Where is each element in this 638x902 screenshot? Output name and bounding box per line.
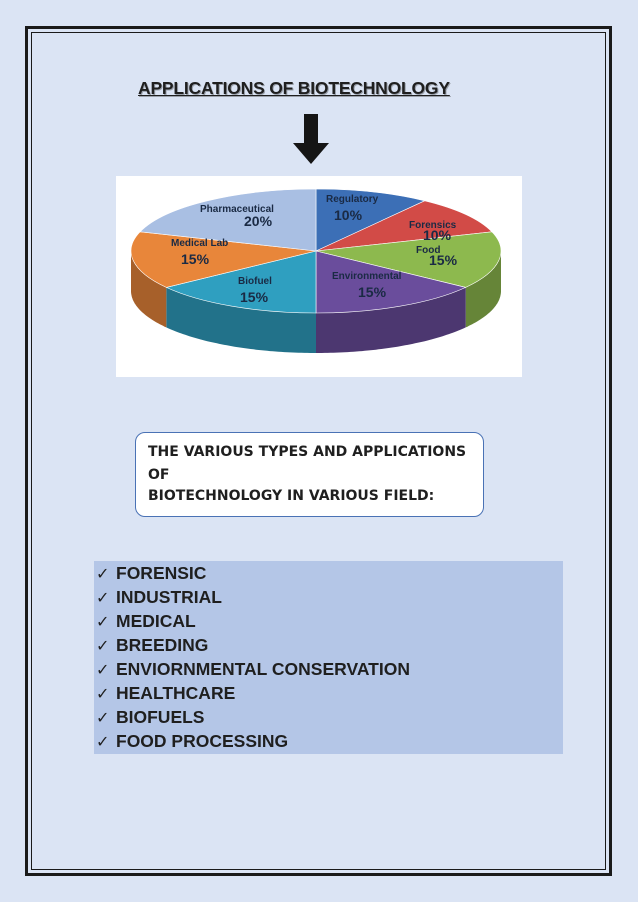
pie-label-environmental: Environmental (332, 271, 402, 282)
list-item-label: HEALTHCARE (116, 682, 236, 703)
callout-box (135, 432, 484, 517)
pie-slice-forensics (315, 200, 493, 252)
list-item: ✓ MEDICAL (96, 609, 196, 633)
applications-list (94, 561, 563, 754)
pie-slice-medical-lab (130, 231, 317, 288)
callout-line-1: THE VARIOUS TYPES AND APPLICATIONS (148, 444, 467, 460)
pie-value-forensics: 10% (423, 227, 452, 243)
list-item-label: BIOFUELS (116, 706, 205, 727)
page-border-inner (31, 32, 606, 870)
list-item-label: MEDICAL (116, 610, 196, 631)
check-icon: ✓ (96, 563, 110, 583)
pie-value-regulatory: 10% (334, 207, 363, 223)
pie-slice-food (315, 231, 502, 288)
pie-slice-environmental (315, 250, 467, 314)
pie-slice-biofuel (165, 250, 317, 314)
list-item: ✓ FORENSIC (96, 561, 206, 585)
list-item: ✓ HEALTHCARE (96, 681, 235, 705)
callout-line-2: OF (148, 467, 170, 483)
pie-label-medical-lab: Medical Lab (171, 238, 228, 249)
list-item-label: BREEDING (116, 634, 209, 655)
pie-side-environmental (316, 287, 466, 353)
check-icon: ✓ (96, 683, 110, 703)
pie-value-environmental: 15% (358, 284, 387, 300)
pie-value-biofuel: 15% (240, 289, 269, 305)
list-item-label: INDUSTRIAL (116, 586, 222, 607)
list-item-label: ENVIORNMENTAL CONSERVATION (116, 658, 410, 679)
pie-value-pharmaceutical: 20% (244, 213, 273, 229)
check-icon: ✓ (96, 611, 110, 631)
callout-line-3: BIOTECHNOLOGY IN VARIOUS FIELD: (148, 488, 435, 504)
check-icon: ✓ (96, 707, 110, 727)
list-item: ✓ INDUSTRIAL (96, 585, 222, 609)
pie-value-food: 15% (429, 252, 458, 268)
down-arrow-icon (293, 114, 329, 164)
check-icon: ✓ (96, 659, 110, 679)
list-item: ✓ BIOFUELS (96, 705, 204, 729)
pie-label-regulatory: Regulatory (326, 194, 379, 205)
pie-label-food: Food (416, 245, 440, 256)
pie-label-biofuel: Biofuel (238, 276, 272, 287)
check-icon: ✓ (96, 731, 110, 751)
pie-slice-regulatory (315, 188, 426, 252)
list-item: ✓ ENVIORNMENTAL CONSERVATION (96, 657, 410, 681)
pie-label-pharmaceutical: Pharmaceutical (200, 204, 274, 215)
list-item-label: FORENSIC (116, 562, 207, 583)
pie-side-biofuel (166, 287, 316, 353)
list-item: ✓ BREEDING (96, 633, 208, 657)
check-icon: ✓ (96, 587, 110, 607)
check-icon: ✓ (96, 635, 110, 655)
list-item-label: FOOD PROCESSING (116, 730, 289, 751)
pie-chart-svg: Regulatory10%Forensics10%Food15%Environm… (130, 188, 502, 353)
page-title: APPLICATIONS OF BIOTECHNOLOGY (138, 78, 450, 98)
pie-slice-pharmaceutical (139, 188, 317, 252)
page-border (25, 26, 612, 876)
list-item: ✓ FOOD PROCESSING (96, 729, 288, 753)
pie-label-forensics: Forensics (409, 220, 457, 231)
pie-value-medical-lab: 15% (181, 251, 210, 267)
